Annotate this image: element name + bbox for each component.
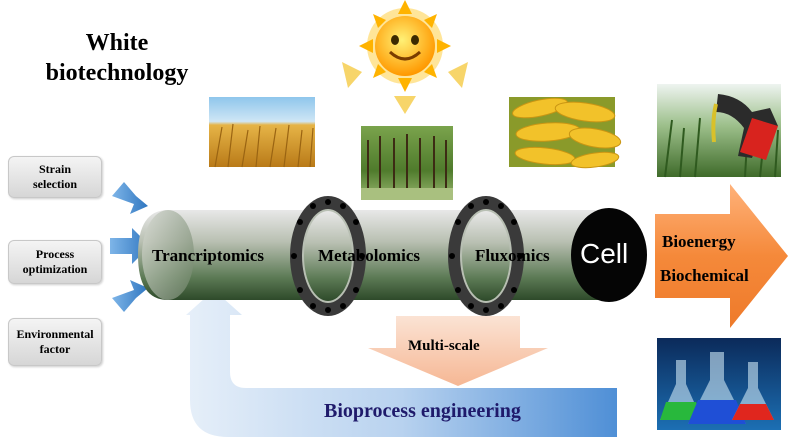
- stage-fluxomics: Fluxomics: [475, 246, 550, 265]
- output-biochemical: Biochemical: [660, 266, 749, 285]
- wheat-field-image: [209, 97, 315, 168]
- sunlight-arrows: [342, 62, 468, 114]
- multi-scale-label: Multi-scale: [408, 338, 480, 354]
- title-line-1: White: [85, 30, 149, 56]
- input-label-line1: Process: [35, 247, 75, 261]
- bioprocess-engineering-label: Bioprocess engineering: [324, 400, 521, 422]
- forest-image: [361, 126, 453, 200]
- input-label-line2: selection: [33, 177, 77, 191]
- flange-1: [290, 196, 366, 316]
- sun-icon: [359, 0, 451, 92]
- title: White biotechnology: [22, 28, 212, 88]
- cell-cap: [571, 208, 647, 302]
- input-label-line2: factor: [39, 342, 71, 356]
- stage-transcriptomics: Trancriptomics: [152, 246, 265, 265]
- output-arrow: [655, 184, 788, 328]
- fuel-pump-image: [657, 84, 781, 178]
- stage-metabolomics: Metabolomics: [318, 246, 420, 265]
- input-label-line2: optimization: [22, 262, 88, 276]
- corn-image: [509, 97, 622, 169]
- multi-scale-arrow: [368, 316, 548, 386]
- input-label-line1: Environmental: [16, 327, 94, 341]
- flasks-image: [657, 338, 781, 430]
- flange-2: [448, 196, 524, 316]
- output-bioenergy: Bioenergy: [662, 232, 736, 251]
- input-label-line1: Strain: [38, 162, 71, 176]
- cell-label: Cell: [580, 238, 629, 269]
- title-line-2: biotechnology: [45, 60, 189, 86]
- feedback-arrow: [186, 290, 617, 437]
